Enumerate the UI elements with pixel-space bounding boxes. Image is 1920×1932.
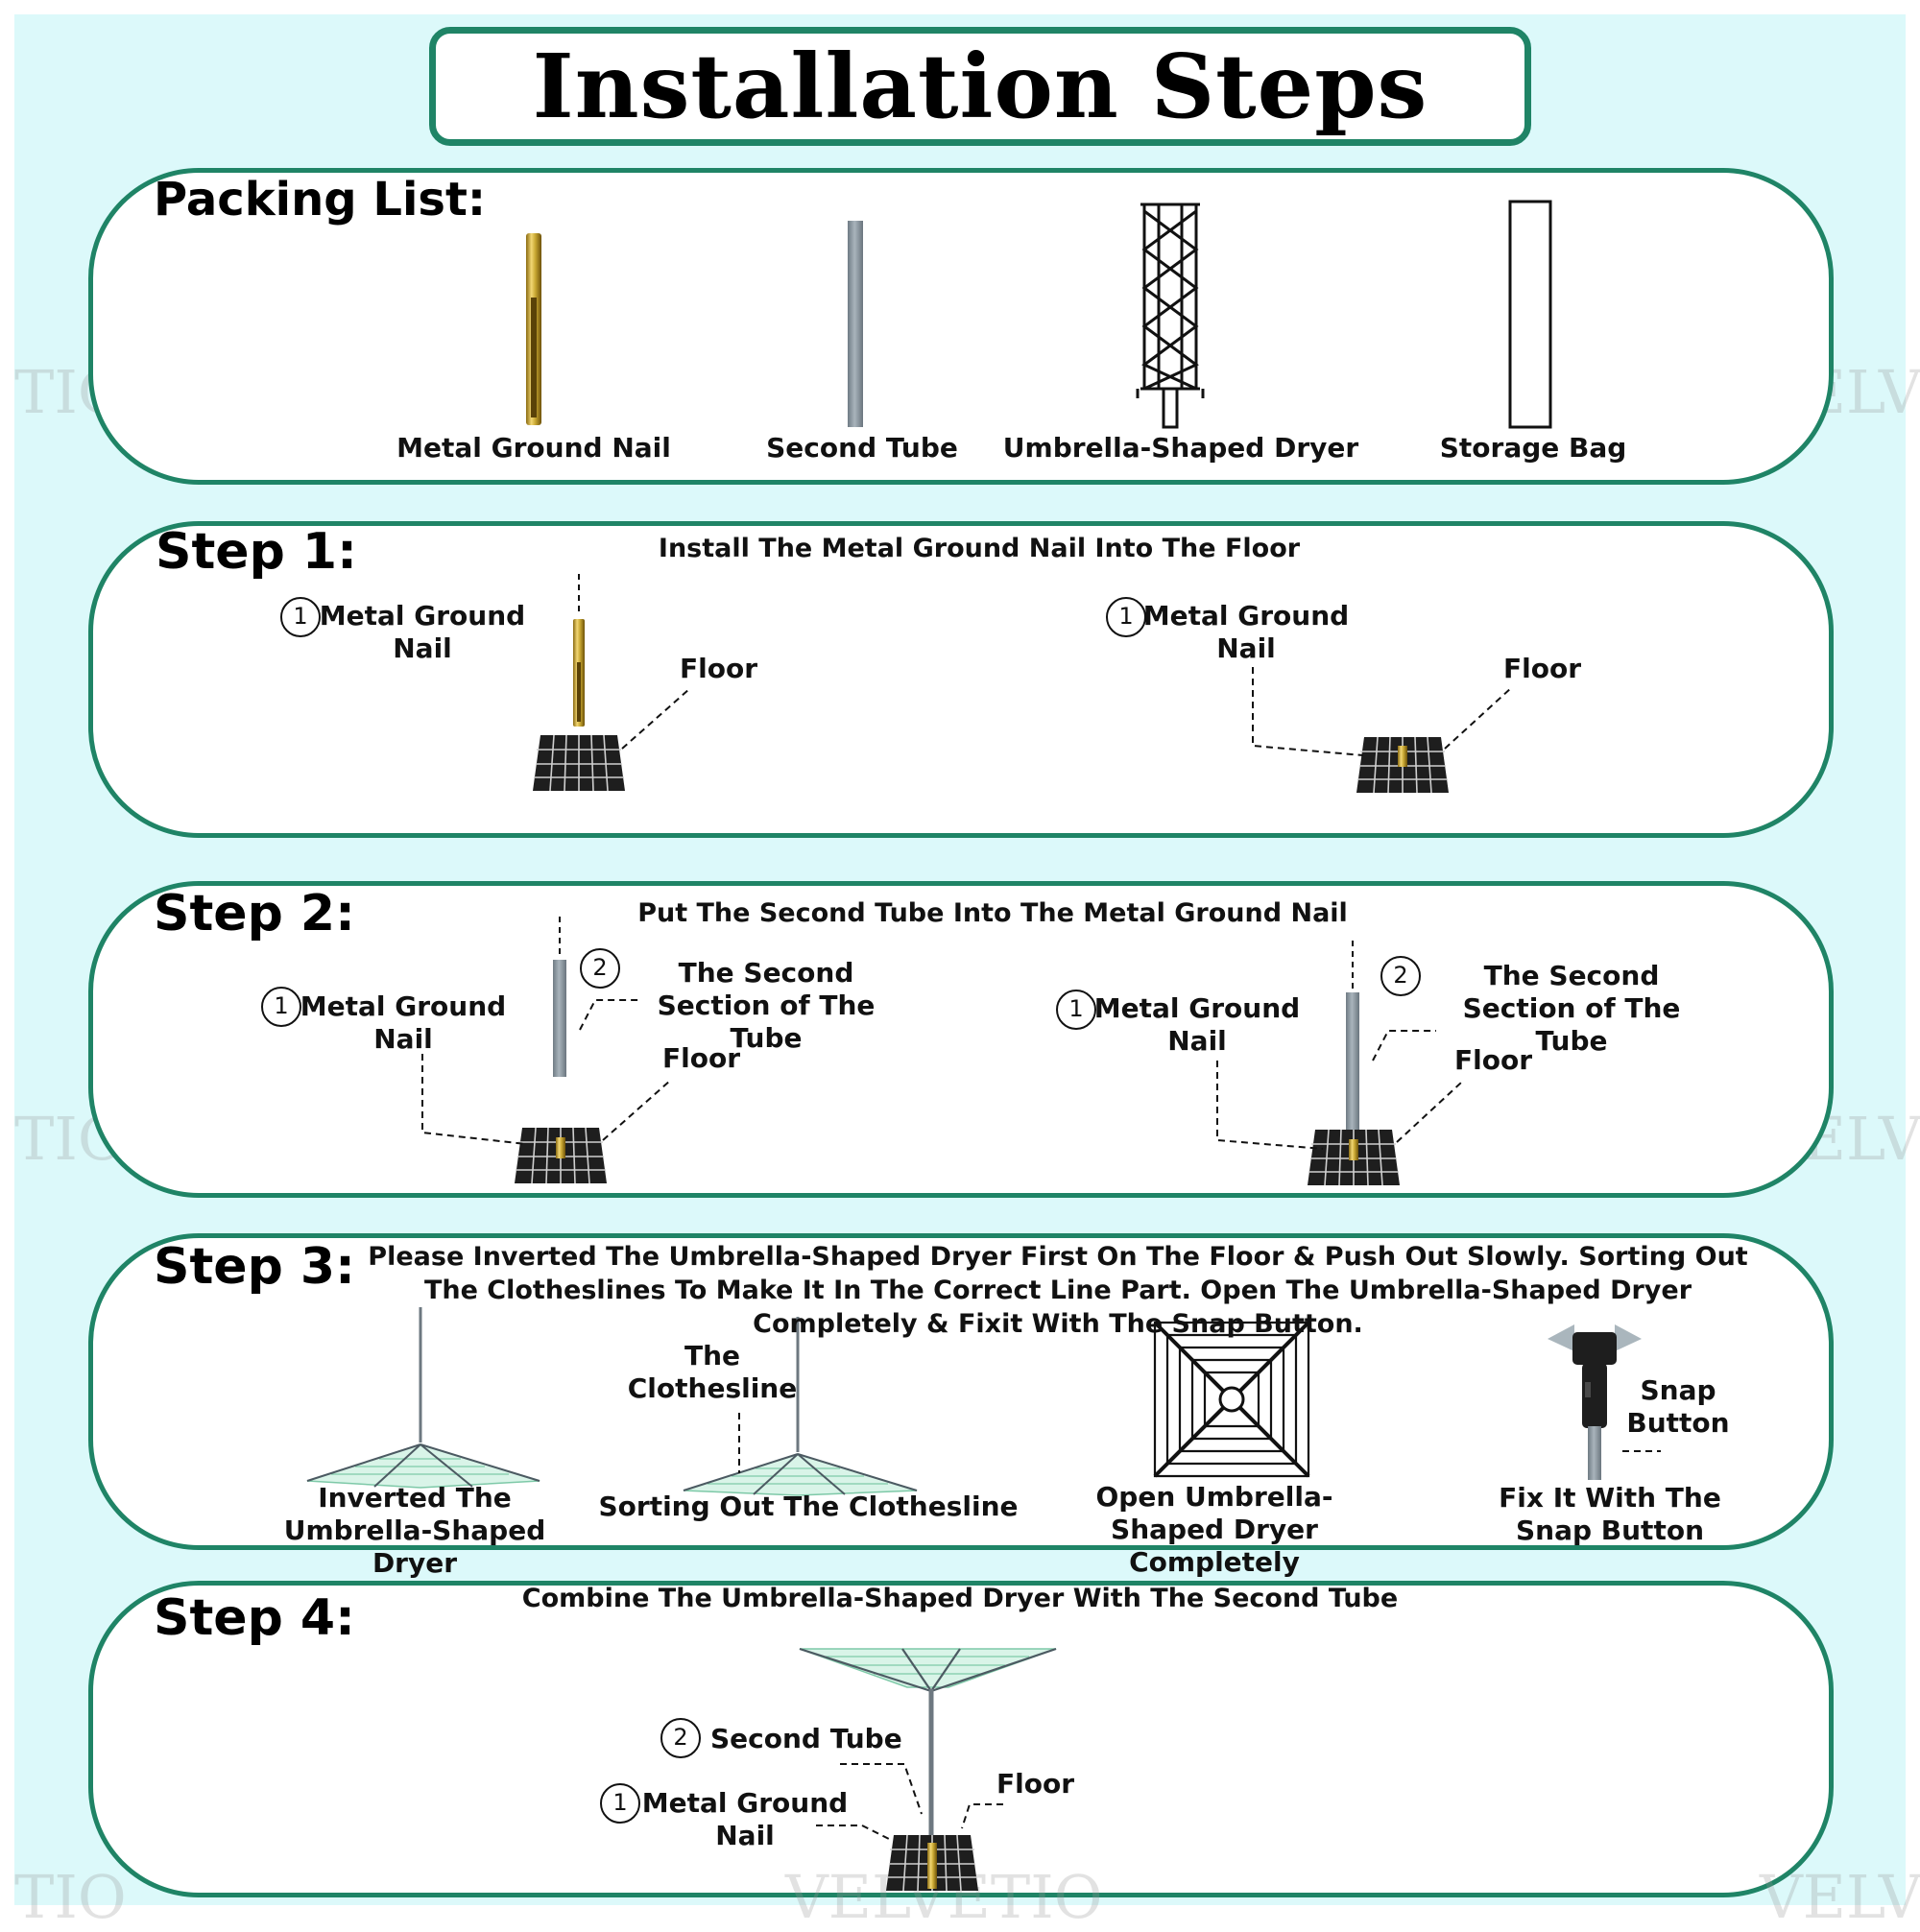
packing-item-label: Storage Bag (1439, 432, 1627, 464)
second-tube-label: The Second Section of The Tube (657, 957, 876, 1054)
packing-item-label: Metal Ground Nail (396, 432, 671, 464)
step3-caption: Sorting Out The Clothesline (598, 1491, 1019, 1522)
combined-dryer-illustration (799, 1647, 1057, 1892)
floor-label: Floor (662, 1042, 741, 1074)
packing-item-label: Umbrella-Shaped Dryer (1002, 432, 1359, 464)
step3-heading: Step 3: (154, 1238, 355, 1296)
clothesline-label: The Clothesline (627, 1340, 798, 1404)
open-dryer-illustration (1153, 1321, 1310, 1478)
folded-dryer-icon (1136, 203, 1205, 429)
sorting-clothesline-illustration (683, 1317, 918, 1496)
page-title: Installation Steps (532, 35, 1428, 138)
step3-instruction: Please Inverted The Umbrella-Shaped Drye… (368, 1242, 1748, 1339)
tube-icon (848, 221, 863, 427)
step1-panel (88, 521, 1834, 838)
title-box: Installation Steps (429, 27, 1531, 146)
step2-instruction: Put The Second Tube Into The Metal Groun… (637, 898, 1348, 928)
step2-right-illustration (1216, 941, 1462, 1186)
inverted-dryer-illustration (306, 1307, 540, 1489)
step3-caption: Open Umbrella-Shaped Dryer Completely (1095, 1481, 1333, 1578)
snap-button-illustration (1548, 1324, 1661, 1480)
step3-caption: Fix It With The Snap Button (1499, 1482, 1721, 1546)
number-badge: 1 (280, 597, 321, 637)
ground-nail-label: Metal Ground Nail (641, 1787, 849, 1851)
floor-label: Floor (1503, 653, 1582, 684)
floor-label: Floor (1454, 1044, 1533, 1076)
ground-nail-label: Metal Ground Nail (1093, 992, 1301, 1057)
number-badge: 2 (1380, 956, 1421, 996)
number-badge: 2 (580, 948, 620, 989)
packing-item-label: Second Tube (766, 432, 958, 464)
floor-label: Floor (680, 653, 758, 684)
number-badge: 1 (1056, 990, 1096, 1030)
number-badge: 2 (660, 1718, 701, 1758)
step2-left-illustration (421, 917, 671, 1184)
floor-label: Floor (996, 1768, 1075, 1800)
ground-nail-icon (526, 233, 541, 425)
step3-panel (88, 1233, 1834, 1550)
step2-panel (88, 881, 1834, 1198)
ground-nail-label: Metal Ground Nail (300, 990, 507, 1055)
step1-heading: Step 1: (156, 523, 357, 581)
number-badge: 1 (261, 987, 301, 1027)
step2-heading: Step 2: (154, 885, 355, 942)
ground-nail-label: Metal Ground Nail (319, 600, 526, 664)
packing-list-heading: Packing List: (154, 173, 487, 227)
number-badge: 1 (1106, 597, 1146, 637)
number-badge: 1 (600, 1783, 640, 1824)
snap-button-label: Snap Button (1626, 1374, 1730, 1439)
step4-heading: Step 4: (154, 1589, 355, 1647)
step1-left-illustration (532, 574, 690, 792)
step1-instruction: Install The Metal Ground Nail Into The F… (658, 534, 1301, 563)
ground-nail-label: Metal Ground Nail (1142, 600, 1350, 664)
step3-caption: Inverted The Umbrella-Shaped Dryer (283, 1482, 546, 1579)
step4-instruction: Combine The Umbrella-Shaped Dryer With T… (521, 1584, 1399, 1613)
second-tube-label: The Second Section of The Tube (1462, 960, 1681, 1057)
second-tube-label: Second Tube (710, 1723, 902, 1754)
storage-bag-icon (1508, 200, 1552, 429)
step1-right-illustration (1252, 667, 1513, 794)
